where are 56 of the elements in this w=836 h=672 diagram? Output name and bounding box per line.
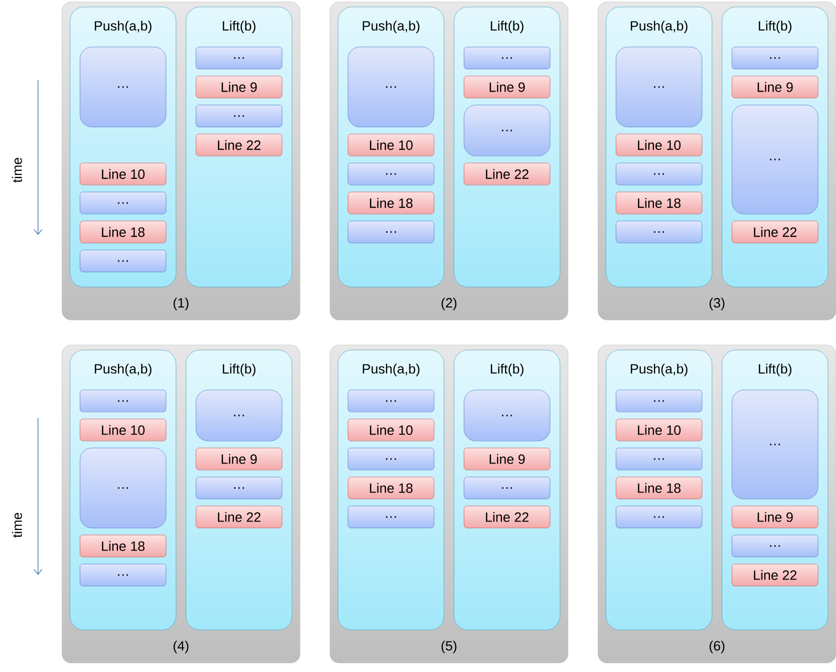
- code-block: Line 18: [348, 476, 434, 500]
- code-block: …: [616, 390, 702, 412]
- code-block: …: [348, 162, 434, 186]
- code-block: Line 10: [348, 134, 434, 156]
- code-block: …: [732, 534, 818, 558]
- code-block: …: [732, 46, 818, 70]
- code-block: Line 18: [616, 192, 702, 214]
- code-block: Line 9: [732, 506, 818, 528]
- code-block: …: [196, 46, 282, 70]
- code-block: …: [464, 390, 550, 442]
- code-block: …: [348, 46, 434, 128]
- time-label: time: [12, 512, 22, 538]
- code-block: Line 22: [464, 506, 550, 528]
- code-block: …: [196, 476, 282, 500]
- time-label: time: [12, 158, 22, 183]
- code-block: …: [616, 448, 702, 470]
- code-block: Line 18: [80, 220, 166, 244]
- code-block: Line 22: [196, 506, 282, 528]
- code-block: …: [80, 564, 166, 586]
- code-block: …: [80, 448, 166, 528]
- code-block: Line 10: [616, 134, 702, 156]
- code-block: …: [616, 506, 702, 528]
- code-block: …: [80, 192, 166, 214]
- code-block: Line 22: [732, 220, 818, 244]
- code-block: …: [464, 46, 550, 70]
- code-block: …: [616, 46, 702, 128]
- code-block: Line 18: [348, 192, 434, 214]
- code-block: …: [348, 390, 434, 412]
- code-block: Line 10: [616, 418, 702, 442]
- code-block: …: [616, 220, 702, 244]
- code-block: …: [464, 104, 550, 156]
- code-block: Line 18: [80, 534, 166, 558]
- code-block: Line 9: [464, 448, 550, 470]
- code-block: …: [196, 390, 282, 442]
- code-block: …: [732, 390, 818, 500]
- code-block: Line 22: [732, 564, 818, 586]
- code-block: Line 10: [80, 418, 166, 442]
- code-block: …: [464, 476, 550, 500]
- code-block: …: [348, 506, 434, 528]
- code-block: Line 10: [348, 418, 434, 442]
- code-block: Line 9: [732, 76, 818, 98]
- code-block: …: [80, 390, 166, 412]
- code-block: …: [348, 448, 434, 470]
- code-block: …: [80, 46, 166, 128]
- code-block: …: [616, 162, 702, 186]
- code-block: Line 9: [464, 76, 550, 98]
- code-block: …: [80, 250, 166, 272]
- code-block: …: [732, 104, 818, 214]
- code-block: …: [196, 104, 282, 128]
- code-block: Line 9: [196, 448, 282, 470]
- code-block: Line 18: [616, 476, 702, 500]
- code-block: Line 9: [196, 76, 282, 98]
- code-block: Line 10: [80, 162, 166, 186]
- code-block: Line 22: [196, 134, 282, 156]
- code-block: Line 22: [464, 162, 550, 186]
- code-block: …: [348, 220, 434, 244]
